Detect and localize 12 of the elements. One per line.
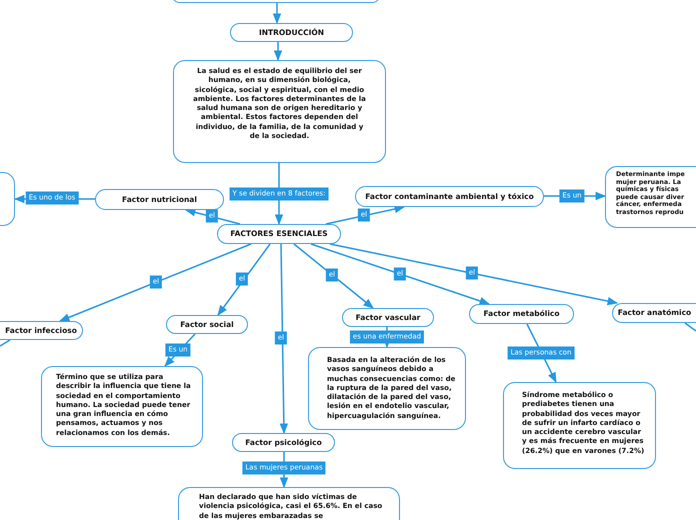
arrow xyxy=(280,244,288,434)
arrow xyxy=(184,208,240,225)
arrow xyxy=(294,243,374,309)
arrow xyxy=(272,3,282,24)
arrow xyxy=(310,243,490,305)
arrow xyxy=(330,243,618,306)
connector-line xyxy=(684,322,696,332)
arrow xyxy=(326,204,406,225)
arrow xyxy=(217,244,271,316)
arrow xyxy=(59,243,252,322)
arrow xyxy=(274,42,282,62)
connector-line xyxy=(0,339,10,347)
